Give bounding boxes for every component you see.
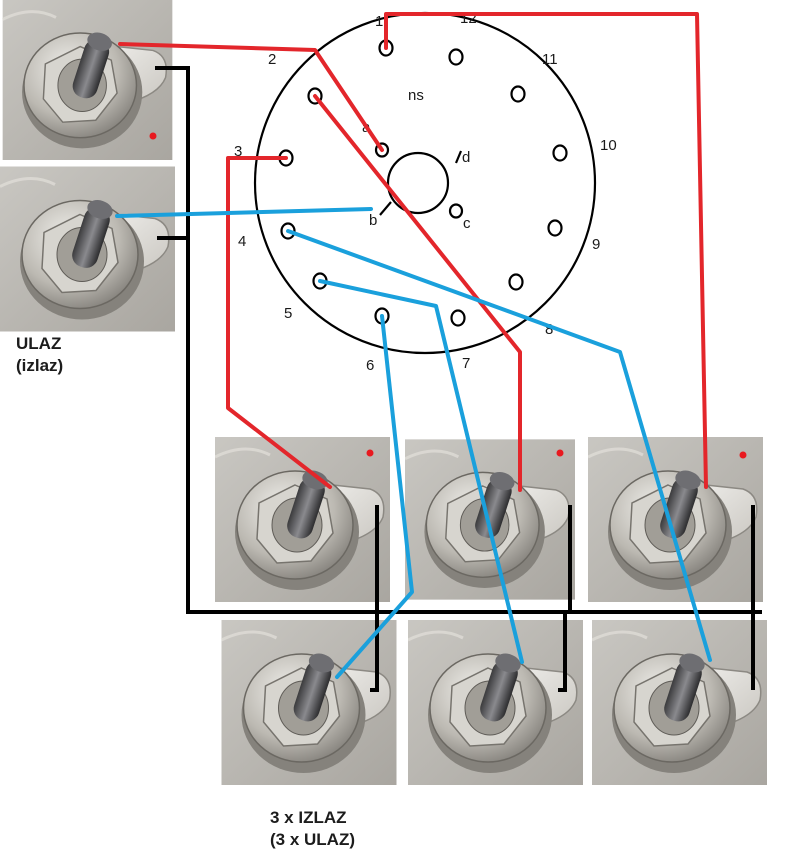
pin-label-11: 11 bbox=[542, 51, 558, 68]
blue-wire-pin6-to-out1 bbox=[335, 314, 414, 679]
pin-label-6: 6 bbox=[366, 357, 374, 374]
input-caption: ULAZ (izlaz) bbox=[16, 333, 63, 377]
contact-letter-b: b bbox=[369, 212, 377, 229]
hot-marker-dots bbox=[149, 132, 747, 459]
inner-contact-c bbox=[448, 203, 464, 219]
input-jack-top bbox=[1, 0, 174, 160]
pin-label-1: 1 bbox=[375, 13, 383, 30]
hot-marker-dot-out-top-3 bbox=[739, 451, 747, 459]
pin-label-9: 9 bbox=[592, 236, 600, 253]
switch-center-hole bbox=[386, 151, 450, 215]
red-wire-pin3-to-out1 bbox=[226, 156, 332, 489]
pin-label-10: 10 bbox=[600, 137, 617, 154]
output-jack-bottom-1 bbox=[220, 620, 398, 785]
pin-label-7: 7 bbox=[462, 355, 470, 372]
hot-marker-dot-input-top bbox=[149, 132, 157, 140]
ground-wires bbox=[155, 66, 762, 692]
hot-wires bbox=[118, 12, 708, 492]
switch-pin-11 bbox=[510, 85, 526, 103]
hot-marker-dot-out-top-2 bbox=[556, 449, 564, 457]
ground-wire-out-1 bbox=[370, 505, 379, 692]
red-wire-pin2-to-out2 bbox=[313, 94, 522, 492]
contact-b-marker bbox=[379, 201, 392, 216]
output-jack-top-3 bbox=[588, 437, 763, 602]
contact-letter-c: c bbox=[463, 215, 471, 232]
blue-wire-input-to-b bbox=[115, 207, 373, 218]
output-jack-bottom-3 bbox=[592, 620, 767, 785]
ground-bus-wire bbox=[155, 66, 762, 614]
pin-label-4: 4 bbox=[238, 233, 246, 250]
output-jack-top-1 bbox=[215, 437, 390, 602]
blue-wire-pin5-to-out2 bbox=[318, 279, 524, 664]
input-caption-line1: ULAZ bbox=[16, 334, 62, 353]
contact-d-marker bbox=[454, 150, 463, 164]
switch-pin-10 bbox=[552, 144, 568, 162]
switch-pin-9 bbox=[547, 219, 563, 237]
switch-pin-7 bbox=[450, 309, 466, 327]
input-caption-line2: (izlaz) bbox=[16, 356, 64, 375]
output-caption-line2: (3 x ULAZ) bbox=[270, 830, 355, 849]
output-jack-bottom-2 bbox=[408, 620, 583, 785]
ground-wire-out-2b bbox=[558, 612, 567, 692]
output-caption-line1: 3 x IZLAZ bbox=[270, 808, 347, 827]
red-wire-input-to-a bbox=[118, 42, 384, 152]
pin-label-3: 3 bbox=[234, 143, 242, 160]
output-caption: 3 x IZLAZ (3 x ULAZ) bbox=[270, 807, 355, 851]
blue-wire-pin4-to-out3 bbox=[286, 229, 712, 662]
pin-label-2: 2 bbox=[268, 51, 276, 68]
input-jack-bottom bbox=[0, 166, 175, 332]
signal-wires bbox=[115, 207, 712, 679]
switch-pin-12 bbox=[448, 48, 464, 66]
pin-label-5: 5 bbox=[284, 305, 292, 322]
output-jack-top-2 bbox=[405, 437, 575, 602]
contact-letter-d: d bbox=[462, 149, 470, 166]
switch-pin-8 bbox=[508, 273, 524, 291]
pin-label-8: 8 bbox=[545, 321, 553, 338]
hot-marker-dot-out-top-1 bbox=[366, 449, 374, 457]
center-label: ns bbox=[408, 87, 424, 104]
red-wire-pin1-to-out3 bbox=[384, 12, 708, 489]
